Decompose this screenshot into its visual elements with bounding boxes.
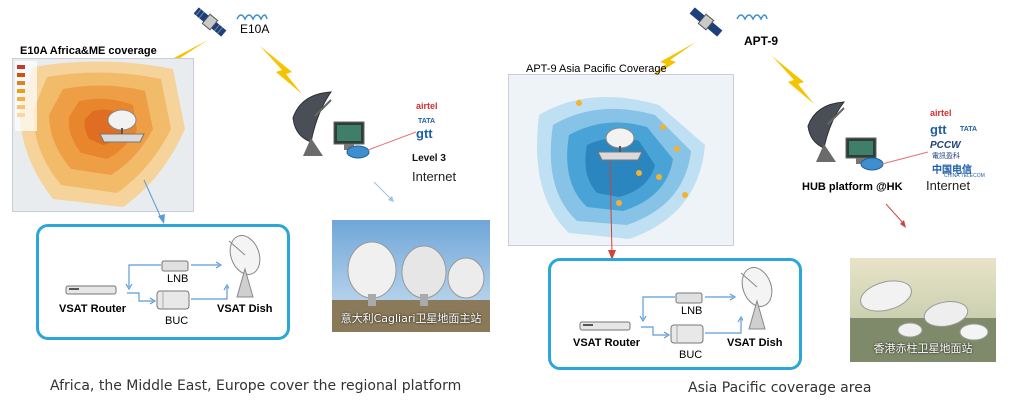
buc-label: BUC [679, 349, 703, 361]
photo-caption: 香港赤柱卫星地面站 [873, 342, 973, 355]
vsat-router-label: VSAT Router [59, 303, 127, 315]
red-arrow [884, 202, 910, 230]
connection-line [880, 148, 930, 168]
hub-platform-label: HUB platform @HK [802, 181, 903, 193]
buc-icon [669, 323, 705, 345]
right-caption: Asia Pacific coverage area [688, 380, 872, 396]
map-title: E10A Africa&ME coverage [20, 45, 157, 57]
router-icon [346, 144, 370, 160]
tata-logo: TATA [418, 118, 436, 125]
satellite-icon [190, 2, 230, 42]
signal-arrows [633, 289, 745, 349]
vsat-terminal-icon [590, 126, 650, 162]
buc-icon [155, 289, 191, 311]
vsat-dish-icon [223, 233, 267, 299]
lnb-icon [161, 259, 189, 273]
china-telecom-logo: 中国电信 [932, 165, 972, 176]
lightning-bolt-icon [258, 44, 304, 96]
asia-coverage-map [508, 74, 734, 246]
satellite-icon [686, 2, 726, 42]
vsat-router-icon [65, 283, 117, 297]
lightning-bolt-icon [640, 40, 698, 84]
red-arrow [606, 160, 618, 262]
vsat-panel: VSAT Router LNB BUC VSAT Dish [548, 258, 802, 370]
vsat-dish-label: VSAT Dish [217, 303, 273, 315]
cagliari-ground-station-photo: 意大利Cagliari卫星地面主站 [332, 220, 490, 332]
tata-logo: TATA [960, 126, 978, 133]
map-title: APT-9 Asia Pacific Coverage [526, 63, 667, 75]
internet-label: Internet [926, 178, 971, 193]
africa-coverage-map [12, 58, 194, 212]
pccw-logo: PCCW [930, 140, 961, 151]
vsat-dish-icon [735, 265, 779, 331]
airtel-logo: airtel [416, 101, 438, 111]
vsat-router-label: VSAT Router [573, 337, 641, 349]
blue-arrow [372, 180, 398, 206]
gtt-logo: gtt [930, 122, 947, 137]
connection-line [366, 128, 418, 154]
airtel-logo: airtel [930, 108, 952, 118]
lnb-label: LNB [167, 273, 189, 285]
vsat-dish-label: VSAT Dish [727, 337, 783, 349]
lnb-label: LNB [681, 305, 703, 317]
buc-label: BUC [165, 315, 189, 327]
china-telecom-en-label: CHINA TELECOM [944, 173, 985, 179]
monitor-icon [332, 120, 366, 154]
internet-label: Internet [412, 169, 457, 184]
ground-station-dish-icon [287, 88, 357, 158]
lnb-icon [675, 291, 703, 305]
signal-arrows [119, 257, 231, 317]
vsat-panel: VSAT Router LNB BUC VSAT Dish [36, 224, 290, 340]
monitor-icon [844, 136, 878, 166]
ground-station-dish-icon [802, 98, 868, 164]
satellite-label: APT-9 [744, 34, 779, 48]
vsat-terminal-icon [92, 108, 152, 144]
photo-caption: 意大利Cagliari卫星地面主站 [340, 312, 482, 325]
stanley-ground-station-photo: 香港赤柱卫星地面站 [850, 258, 996, 362]
level3-logo: Level 3 [412, 153, 446, 164]
lightning-bolt-icon [770, 54, 816, 106]
signal-wave-icon [736, 8, 768, 21]
pccw-chinese-label: 電訊盈科 [932, 152, 960, 160]
gtt-logo: gtt [416, 126, 433, 141]
blue-arrow [140, 178, 170, 226]
satellite-label: E10A [240, 22, 270, 36]
vsat-router-icon [579, 319, 631, 333]
signal-wave-icon [236, 8, 268, 21]
left-caption: Africa, the Middle East, Europe cover th… [50, 378, 462, 394]
